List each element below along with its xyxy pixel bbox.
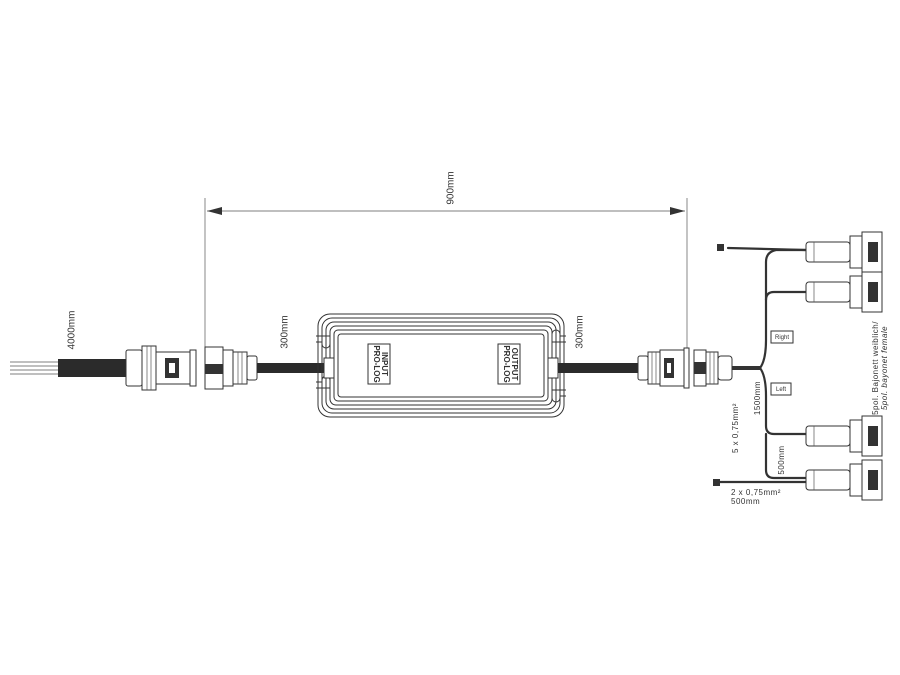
control-module: PRO-LOG INPUT PRO-LOG OUTPUT (316, 313, 566, 418)
bayonet-connector-4 (805, 459, 883, 501)
output-label-line2: OUTPUT (510, 348, 519, 381)
output-lead: 300mm (558, 315, 640, 373)
bayonet-connector-1 (805, 231, 883, 273)
input-label-line2: INPUT (380, 352, 389, 376)
connector-note-line1: 5pol. Bajonett weiblich/ (871, 321, 880, 415)
branch-length-label: 1500mm (753, 381, 762, 415)
input-connector-female (204, 346, 258, 390)
bayonet-connector-2 (805, 271, 883, 313)
output-lead-length-label: 300mm (575, 315, 586, 348)
wire-spec-main: 5 x 0,75mm² (731, 403, 740, 453)
branch-left-label: Left (776, 387, 786, 393)
wire-spec-aux-line1: 2 x 0,75mm² (731, 488, 781, 497)
input-cable: 4000mm (10, 311, 128, 377)
module-input-label: PRO-LOG INPUT (367, 343, 391, 385)
input-lead: 300mm (257, 315, 325, 373)
input-label-line1: PRO-LOG (372, 345, 381, 382)
wire-spec-aux-line2: 500mm (731, 497, 760, 506)
harness-branches: Right Left 1500mm 500mm (713, 244, 808, 486)
output-connector-male (637, 347, 690, 389)
end-branch-length-label: 500mm (777, 445, 786, 474)
input-lead-length-label: 300mm (280, 315, 291, 348)
bayonet-connector-3 (805, 415, 883, 457)
overall-dimension: 900mm (204, 171, 688, 352)
overall-length-label: 900mm (446, 171, 457, 204)
output-label-line1: PRO-LOG (502, 345, 511, 382)
output-connector-female (693, 349, 733, 387)
input-cable-length-label: 4000mm (67, 311, 78, 350)
module-output-label: PRO-LOG OUTPUT (497, 343, 521, 385)
connector-note-line2: 5pol. bayonet female (880, 326, 889, 410)
branch-right-label: Right (775, 335, 789, 341)
input-connector-male (125, 345, 197, 391)
